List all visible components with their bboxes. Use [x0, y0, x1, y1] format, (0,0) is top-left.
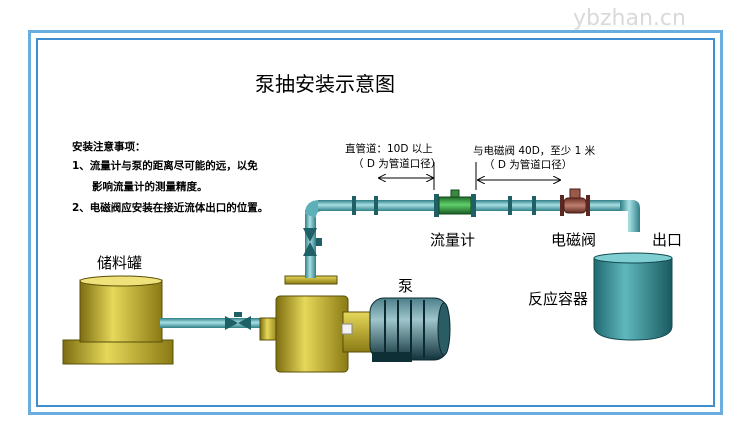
dimension-valve-distance	[475, 162, 560, 190]
inlet-valve	[225, 312, 251, 330]
note-item-1-continued: 影响流量计的测量精度。	[92, 181, 208, 193]
pump-label: 泵	[398, 277, 414, 295]
straight-pipe-sublabel: （ D 为管道口径）	[353, 158, 442, 170]
storage-tank	[62, 275, 174, 365]
outlet-label: 出口	[652, 231, 683, 249]
inner-frame	[36, 38, 715, 407]
main-pipe	[318, 196, 640, 232]
straight-pipe-label: 直管道：10D 以上	[345, 143, 433, 155]
note-item-1: 1、流量计与泵的距离尽可能的远，以免	[72, 160, 258, 172]
discharge-valve	[303, 228, 322, 256]
valve-distance-label: 与电磁阀 40D，至少 1 米	[473, 145, 596, 157]
reactor-label: 反应容器	[528, 290, 589, 308]
flowmeter	[434, 189, 476, 217]
reactor-vessel	[593, 252, 673, 341]
motor	[369, 297, 451, 362]
note-item-2: 2、电磁阀应安装在接近流体出口的位置。	[72, 202, 269, 214]
valve-distance-sublabel: （ D 为管道口径）	[484, 159, 573, 171]
discharge-pipe	[303, 200, 330, 278]
solenoid-valve-label: 电磁阀	[551, 231, 597, 249]
flowmeter-label: 流量计	[430, 231, 476, 249]
dimension-straight-pipe	[379, 162, 435, 190]
diagram-title: 泵抽安装示意图	[255, 72, 395, 96]
solenoid-valve	[560, 188, 590, 216]
watermark: ybzhan.cn	[573, 6, 686, 31]
inlet-pipe	[160, 312, 280, 330]
pump	[259, 275, 372, 373]
tank-label: 储料罐	[97, 254, 143, 272]
notes-heading: 安装注意事项：	[72, 141, 146, 153]
outer-frame	[28, 30, 723, 415]
